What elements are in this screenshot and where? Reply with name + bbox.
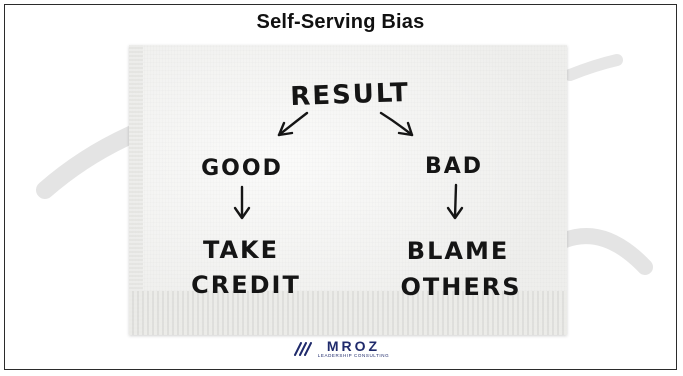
node-good: GOOD [201,156,283,181]
napkin: RESULT GOOD BAD TAKE CREDIT BLAME OTHERS [129,45,567,335]
napkin-edge-bottom [129,291,567,335]
brush-stroke-left [36,124,144,199]
flow-diagram: RESULT GOOD BAD TAKE CREDIT BLAME OTHERS [191,78,521,301]
mroz-slash-icon [293,341,312,356]
node-blame-others-line1: BLAME [407,237,509,265]
node-take-credit-line1: TAKE [203,236,279,264]
node-bad: BAD [425,154,483,179]
brush-stroke-right-top [564,54,623,81]
arrow-good-to-take-credit [233,185,251,220]
arrow-bad-to-blame-others [446,183,464,220]
logo-name: MROZ [326,338,381,354]
napkin-edge-left [129,45,143,335]
node-blame-others-line2: OTHERS [400,273,521,301]
arrow-result-to-good [277,111,309,137]
slide-frame: Self-Serving Bias RESULT GOOD BAD TAKE C… [4,4,677,370]
background-brush-strokes [36,54,653,275]
slide-title: Self-Serving Bias [256,11,425,33]
arrow-result-to-bad [379,111,414,137]
node-result: RESULT [290,78,411,112]
brush-stroke-right-bottom [557,228,653,275]
napkin-texture [129,45,567,335]
logo-tagline: LEADERSHIP CONSULTING [317,353,390,358]
node-take-credit-line2: CREDIT [191,271,301,299]
company-logo: MROZ LEADERSHIP CONSULTING [5,339,676,359]
